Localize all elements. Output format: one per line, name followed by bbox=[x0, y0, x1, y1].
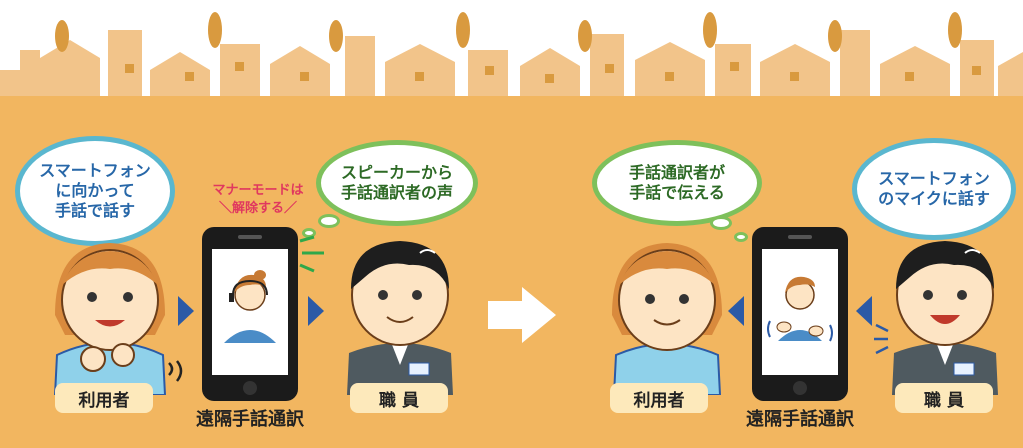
user-character-right bbox=[612, 243, 722, 395]
user-speech-bubble: スマートフォン に向かって 手話で話す bbox=[15, 136, 175, 246]
town-skyline bbox=[0, 0, 1023, 100]
user-label-right: 利用者 bbox=[610, 383, 708, 413]
manner-mode-line2: ＼解除する／ bbox=[218, 200, 297, 216]
arrow-left-blue-2 bbox=[856, 296, 872, 326]
manner-mode-note: マナーモードは ＼解除する／ bbox=[188, 182, 328, 217]
staff-thought-text: スピーカーから 手話通訳者の声 bbox=[340, 163, 453, 202]
user-thought-text-right: 手話通訳者が 手話で伝える bbox=[628, 163, 725, 202]
thought-tail-small-right bbox=[734, 232, 748, 242]
user-speech-text: スマートフォン に向かって 手話で話す bbox=[39, 161, 151, 220]
arrow-right-blue-1 bbox=[178, 296, 194, 326]
arrow-left-blue-1 bbox=[728, 296, 744, 326]
staff-character-right bbox=[874, 241, 998, 395]
staff-thought-bubble: スピーカーから 手話通訳者の声 bbox=[316, 140, 478, 226]
manner-mode-line1: マナーモードは bbox=[212, 183, 304, 198]
user-character-left bbox=[53, 243, 183, 395]
smartphone-left bbox=[202, 227, 298, 401]
phone-label-right: 遠隔手話通訳 bbox=[746, 409, 854, 430]
staff-speech-text-right: スマートフォン のマイクに話す bbox=[878, 169, 990, 208]
thought-tail-large bbox=[318, 214, 340, 228]
staff-speech-bubble-right: スマートフォン のマイクに話す bbox=[852, 138, 1016, 240]
user-label-left: 利用者 bbox=[55, 383, 153, 413]
staff-label-left: 職 員 bbox=[350, 383, 448, 413]
arrow-right-blue-2 bbox=[308, 296, 324, 326]
staff-label-right: 職 員 bbox=[895, 383, 993, 413]
user-thought-bubble-right: 手話通訳者が 手話で伝える bbox=[592, 140, 762, 226]
thought-tail-small bbox=[302, 228, 316, 238]
staff-character-left bbox=[347, 241, 453, 395]
thought-tail-large-right bbox=[710, 216, 732, 230]
sound-lines-left bbox=[299, 235, 324, 273]
transition-arrow bbox=[488, 287, 556, 343]
phone-label-left: 遠隔手話通訳 bbox=[196, 409, 304, 430]
smartphone-right bbox=[752, 227, 848, 401]
